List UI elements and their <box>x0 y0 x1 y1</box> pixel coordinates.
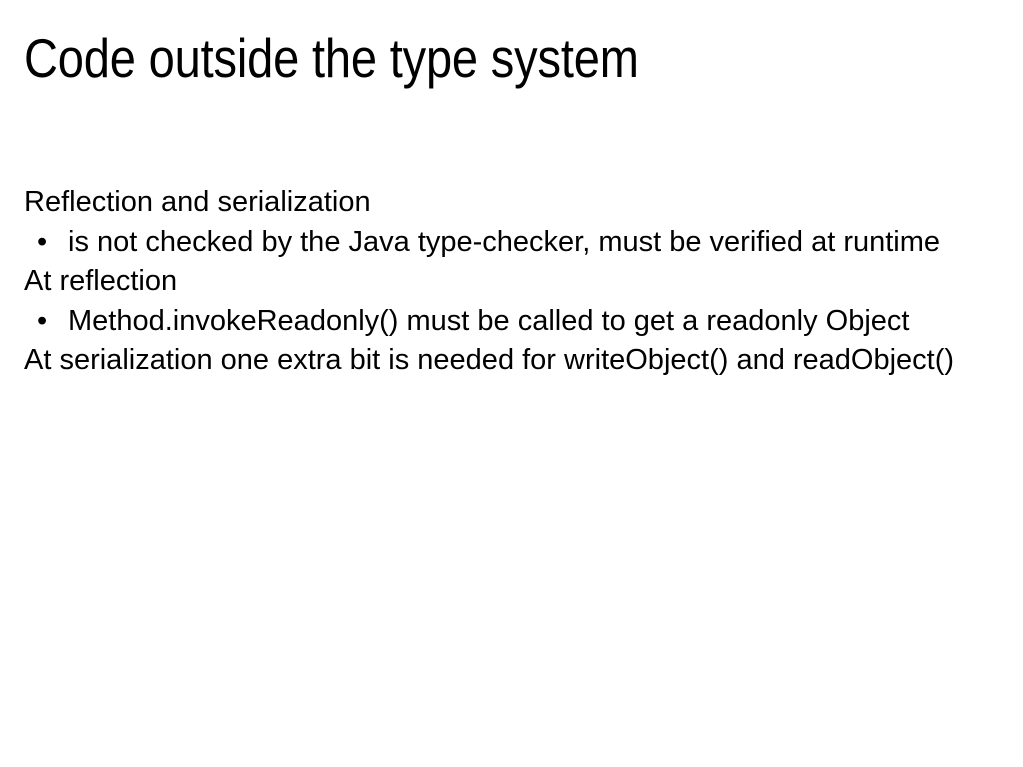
body-paragraph-at-serialization: At serialization one extra bit is needed… <box>24 344 955 376</box>
body-paragraph-at-reflection: At reflection <box>24 265 178 297</box>
body-paragraph-reflection-and-serialization: Reflection and serialization <box>24 186 371 218</box>
page-title: Code outside the type system <box>24 27 639 89</box>
list-item: • is not checked by the Java type-checke… <box>24 223 999 263</box>
list-item-label: is not checked by the Java type-checker,… <box>68 225 941 258</box>
bullet-icon: • <box>37 225 48 258</box>
list-item: • Method.invokeReadonly() must be called… <box>24 302 999 342</box>
bullet-icon: • <box>37 304 48 337</box>
slide-body: Reflection and serialization • is not ch… <box>24 183 999 381</box>
list-item-label: Method.invokeReadonly() must be called t… <box>68 304 910 337</box>
